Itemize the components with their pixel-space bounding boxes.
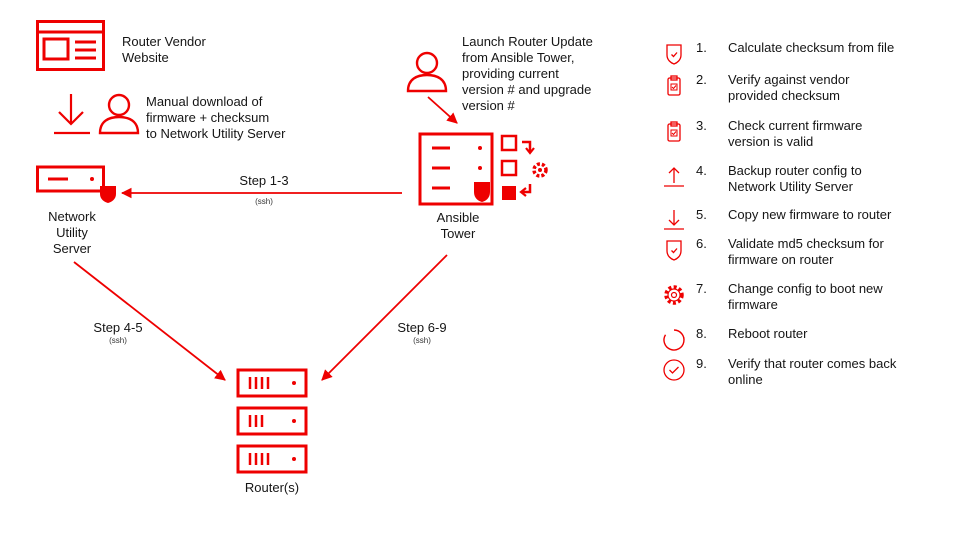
check-circle-icon [663,359,685,381]
edge-label-step-6-9: Step 6-9 [397,320,447,335]
step-text: Copy new firmware to router [728,207,892,222]
shield-check-icon [666,240,682,261]
nus-label: Network Utility Server [48,209,96,256]
edge-sub-step-6-9: (ssh) [413,336,431,345]
step-text: Change config to boot new firmware [728,281,883,312]
step-text: Check current firmware version is valid [728,118,863,149]
step-text: Backup router config to Network Utility … [728,163,862,194]
user-icon [98,93,140,135]
download-icon [54,94,90,135]
website-icon [36,20,105,71]
step-text: Reboot router [728,326,808,341]
step-text: Verify that router comes back online [728,356,897,387]
step-number: 5. [696,207,707,222]
routers-label: Router(s) [244,480,300,495]
vendor-label: Router Vendor Website [122,34,206,65]
clipboard-check-icon [667,75,681,96]
step-number: 4. [696,163,707,178]
upload-icon [664,167,684,187]
step-text: Verify against vendor provided checksum [728,72,850,103]
step-number: 1. [696,40,707,55]
step-number: 7. [696,281,707,296]
step-number: 2. [696,72,707,87]
manual-download-label: Manual download of firmware + checksum t… [146,94,286,141]
edge-label-step-1-3: Step 1-3 [239,173,289,188]
step-text: Calculate checksum from file [728,40,895,55]
edge-step-4-5 [73,261,226,381]
step-number: 3. [696,118,707,133]
step-text: Validate md5 checksum for firmware on ro… [728,236,884,267]
tower-label: Ansible Tower [436,210,480,241]
refresh-icon [663,329,685,351]
step-number: 9. [696,356,707,371]
edge-sub-step-4-5: (ssh) [109,336,127,345]
edge-label-step-4-5: Step 4-5 [93,320,143,335]
edge-launch [427,96,458,124]
gear-icon [664,285,684,305]
edge-step-6-9 [321,254,448,381]
router-unit [236,368,308,398]
operator-icon [406,51,448,93]
shield-check-icon [666,44,682,65]
clipboard-check-icon [667,121,681,142]
edge-sub-step-1-3: (ssh) [255,197,273,206]
server-shield-icon [36,165,116,203]
launch-label: Launch Router Update from Ansible Tower,… [462,34,593,113]
step-number: 8. [696,326,707,341]
ansible-tower-icon [418,132,548,206]
routers-icon [236,368,308,474]
step-number: 6. [696,236,707,251]
download-icon [664,210,684,230]
